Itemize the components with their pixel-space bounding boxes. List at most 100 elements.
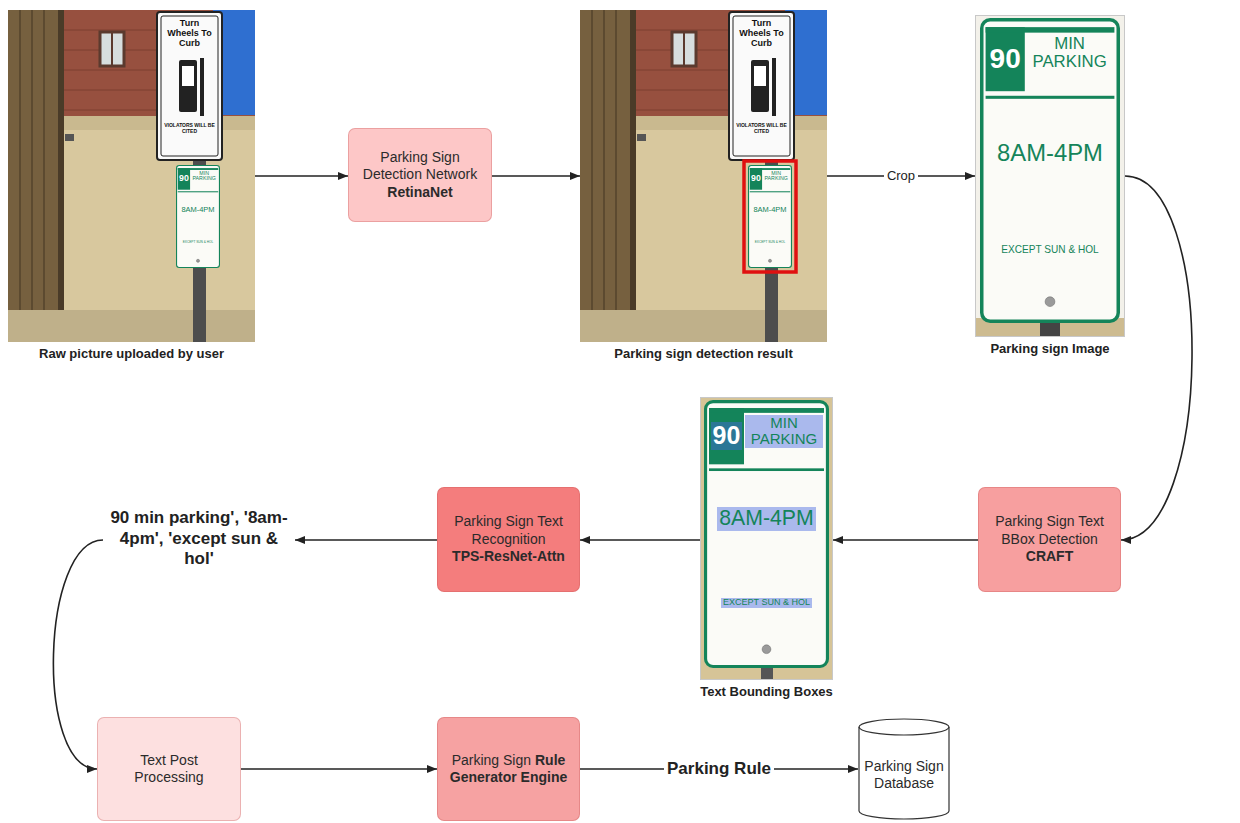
sign-top-bar xyxy=(709,408,824,413)
sign-text: EXCEPT SUN & HOL xyxy=(721,598,812,608)
sign-green-block xyxy=(750,168,762,190)
box-subtitle: TPS-ResNet-Attn xyxy=(452,548,565,566)
sign-rule xyxy=(750,191,790,192)
sign-text: Turn Wheels To Curb xyxy=(739,18,783,48)
sign-text-box: 90 xyxy=(709,408,744,464)
box-text: Parking Sign Detection Network xyxy=(357,149,483,184)
sign-text: EXCEPT SUN & HOL xyxy=(1001,244,1098,255)
cylinder-rim xyxy=(859,727,949,735)
photo-node: Parking sign detection resultTurn Wheels… xyxy=(580,10,827,342)
box-subtitle: RetinaNet xyxy=(387,184,452,202)
flow-arrow xyxy=(255,175,348,177)
edge-label: Parking Rule xyxy=(664,759,774,779)
database-text: Parking Sign Database xyxy=(862,758,946,793)
sign-text-box: MIN PARKING xyxy=(191,171,218,183)
sign-text: MIN PARKING xyxy=(764,170,787,182)
box-text: Parking Sign Text Recognition xyxy=(446,513,571,548)
sign-text-box: EXCEPT SUN & HOL xyxy=(178,241,218,244)
image-caption: Parking sign detection result xyxy=(614,346,792,361)
sign-text: 8AM-4PM xyxy=(753,205,786,214)
sign-bolt xyxy=(768,259,771,262)
box-text: Parking Sign Text BBox Detection xyxy=(987,513,1112,548)
flow-arrow xyxy=(295,539,437,541)
sign-small-text-box: VIOLATORS WILL BE CITED xyxy=(735,123,788,134)
flow-arrow xyxy=(1121,176,1192,540)
sign-small-text: VIOLATORS WILL BE CITED xyxy=(736,122,787,134)
sign-small-text-box: VIOLATORS WILL BE CITED xyxy=(163,123,216,134)
edge-label: Crop xyxy=(884,168,918,184)
sign-top-bar xyxy=(986,27,1115,32)
sign-text: 8AM-4PM xyxy=(717,507,815,530)
sign-text: EXCEPT SUN & HOL xyxy=(183,240,213,244)
image-node: Parking sign Image90MIN PARKING8AM-4PMEX… xyxy=(975,15,1125,337)
sign-text: MIN PARKING xyxy=(745,415,823,448)
flow-arrow xyxy=(833,539,978,541)
sign-text-box: 90 xyxy=(750,168,762,190)
sign-small-text: VIOLATORS WILL BE CITED xyxy=(164,122,215,134)
sign-rule xyxy=(709,468,824,471)
process-box: Parking Sign Detection NetworkRetinaNet xyxy=(348,128,492,222)
sign-top-bar xyxy=(750,168,790,170)
flow-arrow xyxy=(241,768,437,770)
sign-green-block xyxy=(178,168,190,190)
text-output: 90 min parking', '8am-4pm', 'except sun … xyxy=(103,505,295,573)
sign-text-box: 8AM-4PM xyxy=(986,140,1115,166)
process-box: Parking SignRule Generator Engine xyxy=(437,717,580,821)
sign-text: 8AM-4PM xyxy=(997,139,1103,166)
sign-green-block xyxy=(709,408,744,464)
sign-text: 90 xyxy=(990,44,1021,75)
box-subtitle: CRAFT xyxy=(1026,548,1073,566)
flow-arrow xyxy=(492,175,580,177)
photo-node: Raw picture uploaded by userTurn Wheels … xyxy=(8,10,255,342)
process-box: Parking Sign Text BBox DetectionCRAFT xyxy=(978,487,1121,592)
crop-frame xyxy=(976,16,1125,337)
sign-bolt xyxy=(196,259,199,262)
database-cylinder: Parking Sign Database xyxy=(858,718,950,820)
sign-text: EXCEPT SUN & HOL xyxy=(755,240,785,244)
sign-text: 90 xyxy=(179,174,189,184)
sign-text-box: EXCEPT SUN & HOL xyxy=(750,241,790,244)
bbox-pole xyxy=(761,667,773,679)
box-text: Parking Sign xyxy=(452,752,531,768)
image-caption: Raw picture uploaded by user xyxy=(39,346,224,361)
sign-bolt xyxy=(1045,297,1055,307)
flow-arrow xyxy=(580,539,700,541)
sign-rule xyxy=(178,191,218,192)
sign-text: 90 xyxy=(711,422,743,450)
box-text: Text Post Processing xyxy=(106,752,232,787)
sign-text-box: 90 xyxy=(178,168,190,190)
sign-text-box: Turn Wheels To Curb xyxy=(737,19,786,49)
sign-text-box: EXCEPT SUN & HOL xyxy=(986,244,1115,255)
image-node: Text Bounding Boxes90MIN PARKING8AM-4PME… xyxy=(700,397,833,680)
sign-border xyxy=(177,166,220,268)
sign-text: 8AM-4PM xyxy=(181,205,214,214)
sign-text-box: 8AM-4PM xyxy=(178,206,218,214)
image-caption: Text Bounding Boxes xyxy=(700,684,833,699)
cylinder-body xyxy=(859,719,949,819)
box-text-line: Parking SignRule Generator Engine xyxy=(446,752,571,787)
sign-bolt xyxy=(762,645,771,654)
sign-text-box: MIN PARKING xyxy=(1026,35,1113,72)
sign-text-box: MIN PARKING xyxy=(763,171,790,183)
sign-border xyxy=(749,166,792,268)
sign-text-box: EXCEPT SUN & HOL xyxy=(709,598,824,608)
sign-text-box: 90 xyxy=(986,27,1025,91)
sign-text-box: 8AM-4PM xyxy=(750,206,790,214)
flow-arrow xyxy=(53,540,103,769)
sign-text: MIN PARKING xyxy=(1032,34,1106,71)
sign-border xyxy=(982,20,1119,322)
raw-photo xyxy=(8,10,255,342)
image-caption: Parking sign Image xyxy=(990,341,1109,356)
sign-text: Turn Wheels To Curb xyxy=(167,18,211,48)
sign-green-block xyxy=(986,27,1025,91)
recognized-text: 90 min parking', '8am-4pm', 'except sun … xyxy=(105,508,293,570)
sign-text: 90 xyxy=(751,174,761,184)
bbox-frame xyxy=(701,398,833,680)
sign-top-bar xyxy=(178,168,218,170)
detection-bbox xyxy=(744,161,796,272)
process-box: Text Post Processing xyxy=(97,717,241,821)
sign-text: MIN PARKING xyxy=(192,170,215,182)
sign-text-box: 8AM-4PM xyxy=(709,507,824,530)
detection-photo xyxy=(580,10,827,342)
